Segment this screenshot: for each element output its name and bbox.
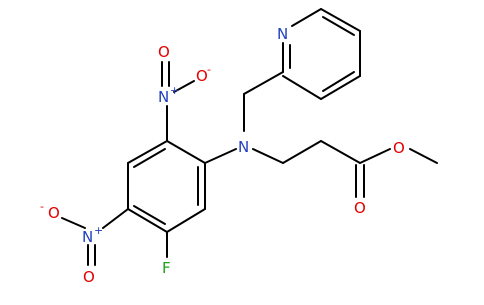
charge-minus-top: - xyxy=(207,63,211,76)
atom-n-nitro-left: N xyxy=(82,228,93,246)
bond-ring-nitro-left xyxy=(102,208,129,229)
atom-o-ester-single: O xyxy=(393,139,405,157)
atom-o-carbonyl: O xyxy=(354,199,366,217)
bond-chain-1 xyxy=(282,140,322,164)
atom-o-top-minus: O xyxy=(196,67,208,85)
atom-n-nitro-top: N xyxy=(158,88,169,106)
bond-amine-ch2-chain xyxy=(252,148,284,164)
charge-plus-top: + xyxy=(170,84,179,97)
bond-pyridine-3-inner xyxy=(322,16,355,36)
atom-labels: O N + O - O - N + O F N N O O xyxy=(40,25,405,286)
bond-benzene-6-inner xyxy=(133,148,166,168)
bond-chain-2 xyxy=(320,140,361,164)
atom-o-left-double: O xyxy=(83,268,95,286)
bond-nitro-top-o-minus xyxy=(173,80,195,93)
bond-benzene-4-inner xyxy=(133,205,166,225)
atom-n-pyridine: N xyxy=(277,25,288,43)
bond-pyridine-5-inner xyxy=(322,71,355,92)
bond-benzene-6 xyxy=(127,140,168,164)
bond-ring-amine xyxy=(204,148,237,164)
bond-benzene-3 xyxy=(166,208,206,233)
bond-ch2-pyridine xyxy=(243,71,284,95)
bond-pyridine-5 xyxy=(320,75,361,100)
bond-o-methyl xyxy=(409,148,438,164)
bonds xyxy=(61,8,438,266)
charge-minus-left: - xyxy=(40,200,44,213)
bond-nitro-left-o-minus xyxy=(61,217,86,229)
bond-pyridine-2 xyxy=(291,8,322,27)
bond-benzene-4 xyxy=(127,208,168,233)
atom-n-amine: N xyxy=(238,138,249,156)
bond-ester-o xyxy=(359,148,391,164)
bond-pyridine-3 xyxy=(320,8,361,32)
atom-f: F xyxy=(162,259,171,277)
atom-o-top-double: O xyxy=(158,43,170,61)
bond-pyridine-6 xyxy=(282,75,322,100)
atom-o-left-minus: O xyxy=(48,204,60,222)
bond-benzene-1 xyxy=(166,140,206,164)
charge-plus-left: + xyxy=(94,224,103,237)
